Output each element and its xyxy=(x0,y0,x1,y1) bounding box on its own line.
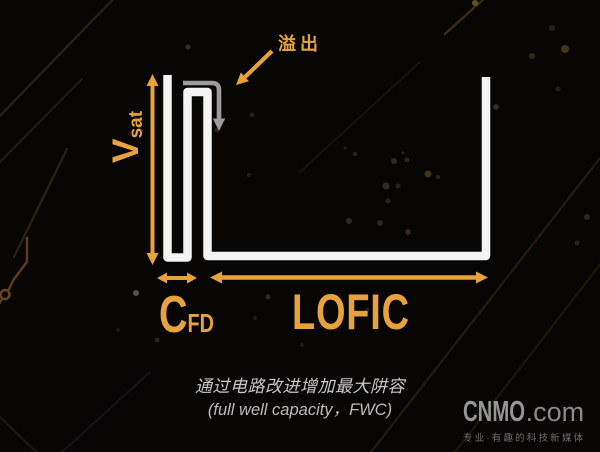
cnmo-logo-name: CNMO xyxy=(463,396,526,428)
lofic-range-arrow-icon xyxy=(210,271,488,284)
cfd-range-arrow-icon xyxy=(157,272,197,284)
caption-line1: 通过电路改进增加最大阱容 xyxy=(195,377,405,396)
bokeh-dots xyxy=(116,0,590,347)
potential-well-outline xyxy=(163,75,491,262)
cnmo-logo-wordmark: CNMO .com xyxy=(463,398,585,427)
overflow-arrow-icon xyxy=(236,49,274,85)
charge-spill-arrow-icon xyxy=(183,80,226,131)
cfd-label: CFD xyxy=(159,289,214,341)
cnmo-logo-suffix: .com xyxy=(525,397,585,427)
cfd-label-main: C xyxy=(159,286,188,344)
vsat-label-main: V xyxy=(105,138,146,164)
vsat-label-sub: sat xyxy=(126,110,147,139)
caption-line2: (full well capacity，FWC) xyxy=(207,401,393,419)
lofic-label: LOFIC xyxy=(292,284,410,340)
cnmo-logo: CNMO .com 专业·有趣的科技新媒体 xyxy=(463,398,586,445)
cfd-label-sub: FD xyxy=(187,308,214,338)
cnmo-logo-tagline: 专业·有趣的科技新媒体 xyxy=(463,433,586,444)
vsat-range-arrow-icon xyxy=(146,74,159,265)
overflow-label: 溢出 xyxy=(278,34,322,54)
